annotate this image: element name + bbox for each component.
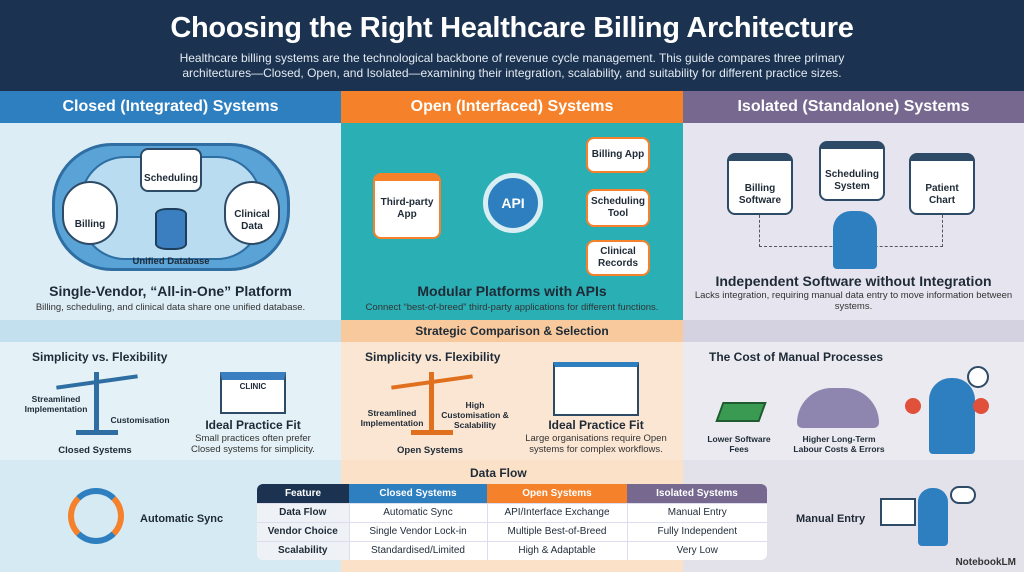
header-closed: Closed Systems [349,484,487,503]
open-right-label: High Customisation & Scalability [441,400,509,430]
watermark: NotebookLM [955,557,1016,568]
table-cell: Very Low [626,540,767,560]
billing-software-node: Billing Software [727,153,793,215]
closed-strategic: Simplicity vs. Flexibility Streamlined I… [0,342,341,460]
clinical-data-node: Clinical Data [224,181,280,245]
page-title: Choosing the Right Healthcare Billing Ar… [170,12,854,44]
open-strategic: Simplicity vs. Flexibility Streamlined I… [341,342,683,460]
sync-icon [68,488,124,544]
table-cell: Manual Entry [626,502,767,522]
open-heading: Open (Interfaced) Systems [341,91,683,123]
closed-heading: Closed (Integrated) Systems [0,91,341,123]
table-cell: Automatic Sync [348,502,487,522]
automatic-sync-label: Automatic Sync [140,513,224,525]
open-fit-desc: Large organisations require Open systems… [525,433,667,455]
scheduling-system-node: Scheduling System [819,141,885,201]
closed-left-label: Streamlined Implementation [24,394,88,414]
isolated-heading: Isolated (Standalone) Systems [683,91,1024,123]
billing-node: Billing [62,181,118,245]
cost-title: The Cost of Manual Processes [709,350,884,364]
unified-database-label: Unified Database [132,256,210,267]
open-desc: Connect “best-of-breed” third-party appl… [365,302,659,313]
closed-title: Single-Vendor, “All-in-One” Platform [49,283,292,299]
table-cell: Single Vendor Lock-in [348,521,487,541]
table-cell: High & Adaptable [486,540,627,560]
labour-costs-label: Higher Long-Term Labour Costs & Errors [793,434,885,454]
closed-caption: Closed Systems [58,445,132,456]
lower-fees-label: Lower Software Fees [707,434,771,454]
clinic-sign: CLINIC [239,382,267,391]
closed-right-label: Customisation [110,415,170,425]
closed-panel: Scheduling Billing Clinical Data Unified… [0,123,341,320]
table-cell: Vendor Choice [257,521,349,541]
clinical-records-node: Clinical Records [586,240,650,276]
open-fit-title: Ideal Practice Fit [548,418,644,432]
open-caption: Open Systems [397,445,463,456]
closed-tradeoff-title: Simplicity vs. Flexibility [32,350,168,364]
isolated-desc: Lacks integration, requiring manual data… [694,290,1013,312]
paper-pile-icon [797,388,879,428]
page-subtitle: Healthcare billing systems are the techn… [179,51,845,80]
api-gear-icon: API [483,173,543,233]
scheduling-node: Scheduling [140,148,202,192]
header: Choosing the Right Healthcare Billing Ar… [0,0,1024,91]
open-panel: Third-party App API Billing App Scheduli… [341,123,683,320]
clinic-icon: CLINIC [220,372,286,414]
clock-icon [967,366,989,388]
database-icon [155,208,187,250]
table-cell: Scalability [257,540,349,560]
table-cell: Data Flow [257,502,349,522]
isolated-panel: Billing Software Scheduling System Patie… [683,123,1024,320]
person-with-papers-icon [833,211,877,269]
stressed-person-icon [929,378,975,454]
closed-desc: Billing, scheduling, and clinical data s… [35,302,306,313]
table-cell: Standardised/Limited [348,540,487,560]
hospital-icon [553,362,639,416]
closed-fit-title: Ideal Practice Fit [205,418,301,432]
table-cell: API/Interface Exchange [486,502,627,522]
data-flow-heading: Data Flow [470,466,527,480]
header-feature: Feature [257,484,349,503]
header-open: Open Systems [487,484,627,503]
open-title: Modular Platforms with APIs [417,283,607,299]
open-tradeoff-title: Simplicity vs. Flexibility [365,350,501,364]
table-cell: Fully Independent [626,521,767,541]
table-cell: Multiple Best-of-Breed [486,521,627,541]
error-icon [905,398,921,414]
third-party-app-node: Third-party App [373,173,441,239]
header-isolated: Isolated Systems [627,484,767,503]
money-icon [715,402,767,422]
isolated-title: Independent Software without Integration [715,273,992,289]
closed-fit-desc: Small practices often prefer Closed syst… [191,433,315,455]
comparison-table: Feature Closed Systems Open Systems Isol… [257,484,767,560]
strategic-heading: Strategic Comparison & Selection [341,320,683,342]
scale-icon [429,372,434,432]
scheduling-tool-node: Scheduling Tool [586,189,650,227]
typing-person-icon [918,488,948,546]
computer-icon [880,498,916,526]
open-left-label: Streamlined Implementation [360,408,424,428]
isolated-strategic: The Cost of Manual Processes Lower Softw… [683,342,1024,460]
speech-bubble-icon [950,486,976,504]
scale-icon [94,372,99,432]
patient-chart-node: Patient Chart [909,153,975,215]
error-icon [973,398,989,414]
billing-app-node: Billing App [586,137,650,173]
manual-entry-label: Manual Entry [796,513,866,525]
